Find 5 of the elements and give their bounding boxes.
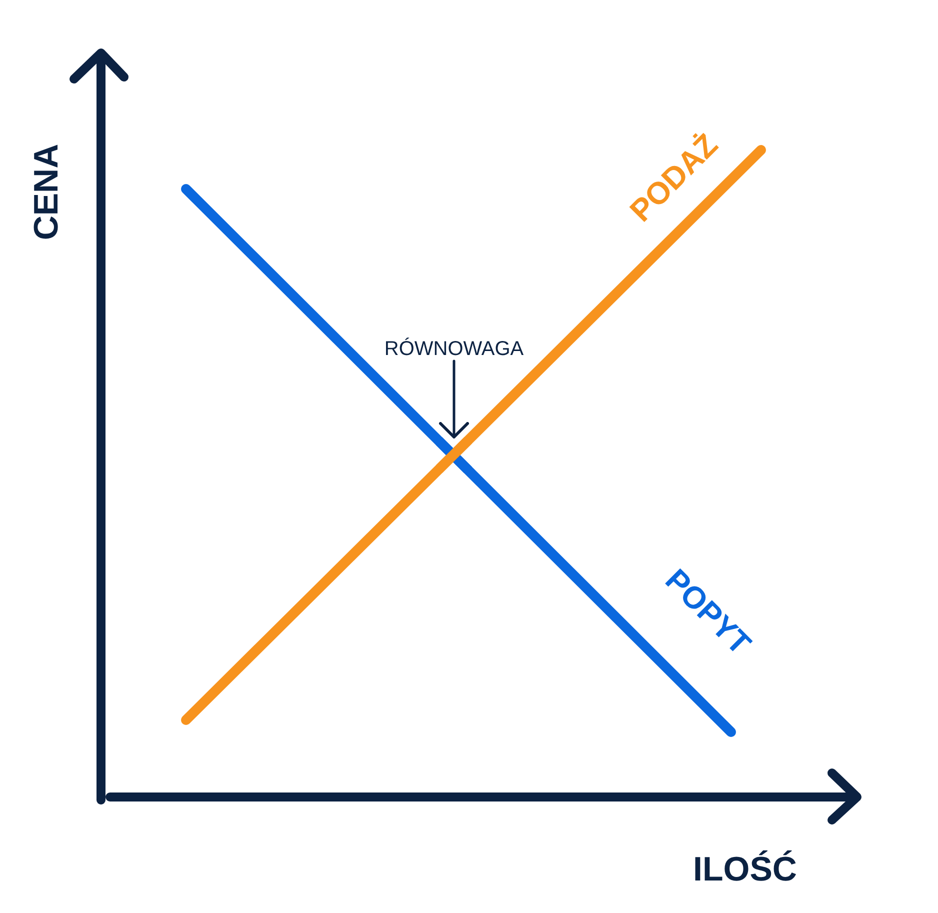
equilibrium-label: RÓWNOWAGA	[382, 337, 526, 361]
axis-label: CENA	[27, 144, 66, 240]
leader-arrow	[439, 360, 469, 438]
axis-label: ILOŚĆ	[693, 850, 797, 890]
intersection-point	[436, 437, 472, 473]
